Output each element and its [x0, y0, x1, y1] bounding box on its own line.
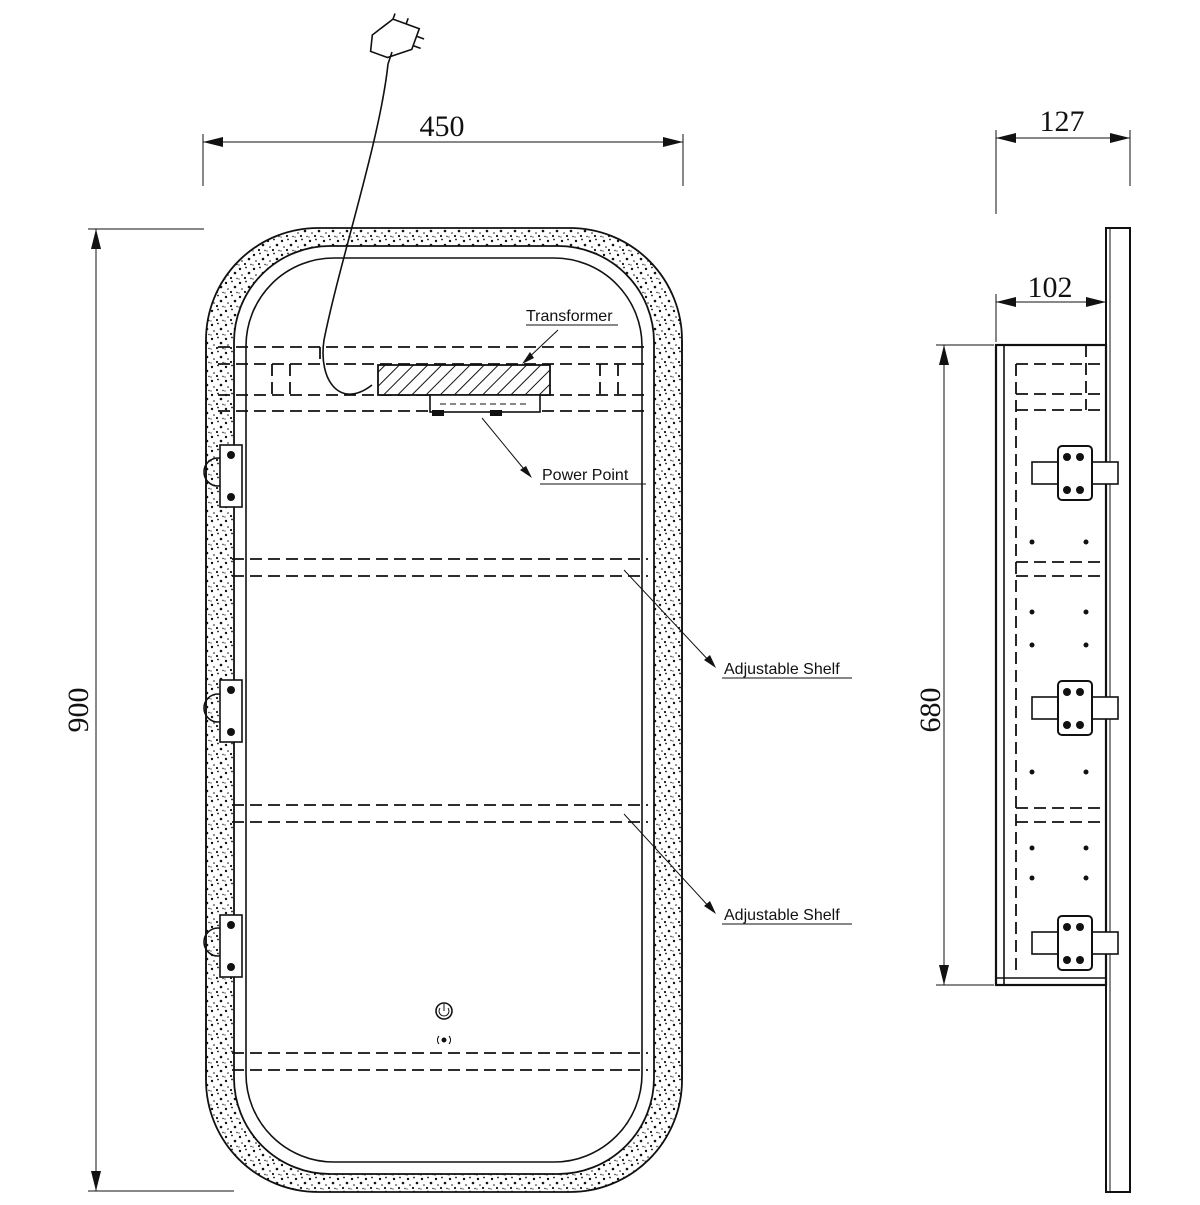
shelf-2-label: Adjustable Shelf	[724, 907, 840, 924]
depth-body-value: 102	[1028, 271, 1073, 304]
callout-shelf-2: Adjustable Shelf	[623, 813, 852, 925]
height-body-value: 680	[914, 688, 947, 733]
transformer	[377, 364, 551, 396]
front-view	[203, 13, 683, 1193]
sensor-icon	[437, 1035, 451, 1045]
dim-height: 900	[62, 228, 234, 1192]
dim-width: 450	[202, 110, 684, 186]
side-hinge-top	[1031, 445, 1119, 501]
power-cable	[322, 13, 425, 395]
plug-icon	[369, 13, 425, 59]
power-point-label: Power Point	[542, 467, 629, 484]
mirror-inner-edge	[245, 257, 643, 1163]
shelf-front-bottom	[232, 1052, 648, 1071]
side-hinge-bottom	[1031, 915, 1119, 971]
shelf-front-2	[232, 804, 648, 823]
hinge-bottom	[203, 914, 243, 978]
top-compartment-hidden	[218, 346, 646, 412]
height-value: 900	[62, 688, 95, 733]
cabinet-body-side	[994, 343, 1108, 987]
callout-shelf-1: Adjustable Shelf	[623, 569, 852, 679]
transformer-label: Transformer	[526, 308, 613, 325]
width-value: 450	[420, 110, 465, 143]
shelf-1-label: Adjustable Shelf	[724, 661, 840, 678]
shelf-pin-holes	[1029, 539, 1089, 881]
side-hinge-middle	[1031, 680, 1119, 736]
mirror-frame	[205, 227, 683, 1193]
dim-height-body: 680	[914, 344, 994, 986]
dim-depth-body: 102	[995, 271, 1107, 342]
side-view	[994, 227, 1131, 1193]
callout-power-point: Power Point	[481, 417, 646, 485]
dim-depth-total: 127	[995, 105, 1131, 214]
shelf-front-1	[232, 558, 648, 577]
depth-total-value: 127	[1040, 105, 1085, 138]
power-touch-icon	[435, 1002, 453, 1020]
hinge-middle	[203, 679, 243, 743]
hinge-top	[203, 444, 243, 508]
power-point	[429, 394, 541, 416]
callout-transformer: Transformer	[522, 308, 618, 364]
